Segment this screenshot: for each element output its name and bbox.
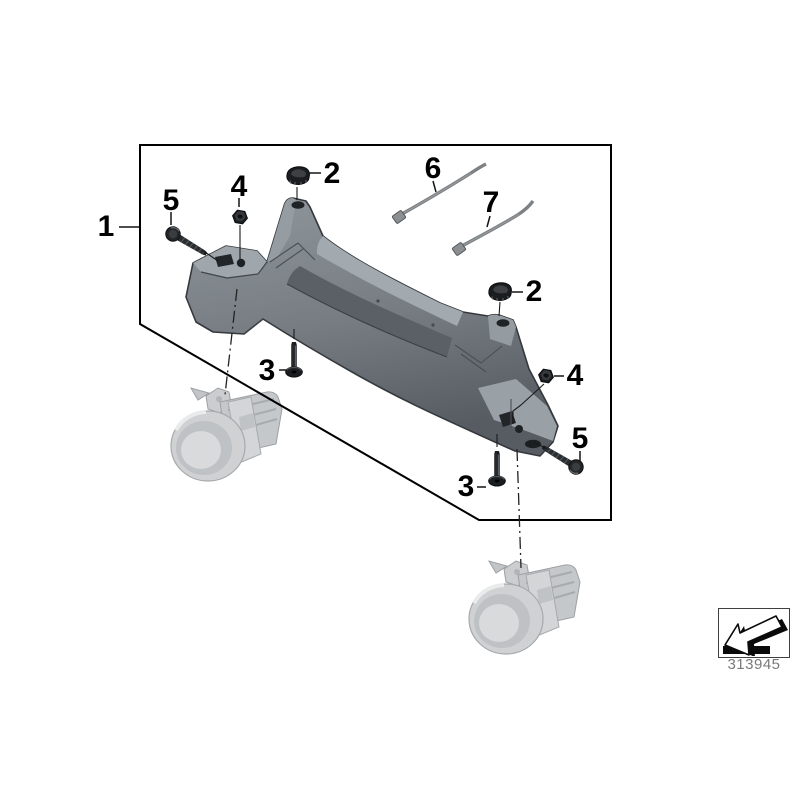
part-pointer-lines <box>201 187 548 450</box>
callout-3-left[interactable]: 3 <box>258 354 276 387</box>
callout-5-right[interactable]: 5 <box>571 422 589 455</box>
callout-2-right[interactable]: 2 <box>525 275 543 308</box>
cap-part-2-top <box>286 166 310 186</box>
image-number: 313945 <box>727 656 781 673</box>
callout-6[interactable]: 6 <box>424 152 442 185</box>
callout-4-right[interactable]: 4 <box>566 359 584 392</box>
axis-lines <box>224 288 522 569</box>
nut-part-4-left <box>231 208 249 226</box>
cable-tie-part-6 <box>391 162 487 225</box>
callout-7[interactable]: 7 <box>482 186 500 219</box>
bracket-part <box>185 197 559 457</box>
page-turn-button[interactable] <box>718 608 790 658</box>
nut-part-4-right <box>537 367 555 385</box>
callout-2-top[interactable]: 2 <box>323 157 341 190</box>
fog-lamp-left <box>169 386 284 483</box>
callout-4-left[interactable]: 4 <box>230 170 248 203</box>
bolt-part-5-left <box>162 223 211 261</box>
cap-part-2-right <box>488 282 512 302</box>
callout-3-right[interactable]: 3 <box>457 470 475 503</box>
cable-tie-part-7 <box>451 199 535 257</box>
page-turn-arrow-icon <box>723 615 788 656</box>
callout-5-left[interactable]: 5 <box>162 184 180 217</box>
kit-frame <box>139 144 612 521</box>
callout-1[interactable]: 1 <box>97 210 115 243</box>
screw-part-3-right <box>488 450 506 487</box>
callout-leader-lines <box>119 172 581 488</box>
fog-lamp-right <box>467 559 582 656</box>
screw-part-3-left <box>285 341 303 378</box>
